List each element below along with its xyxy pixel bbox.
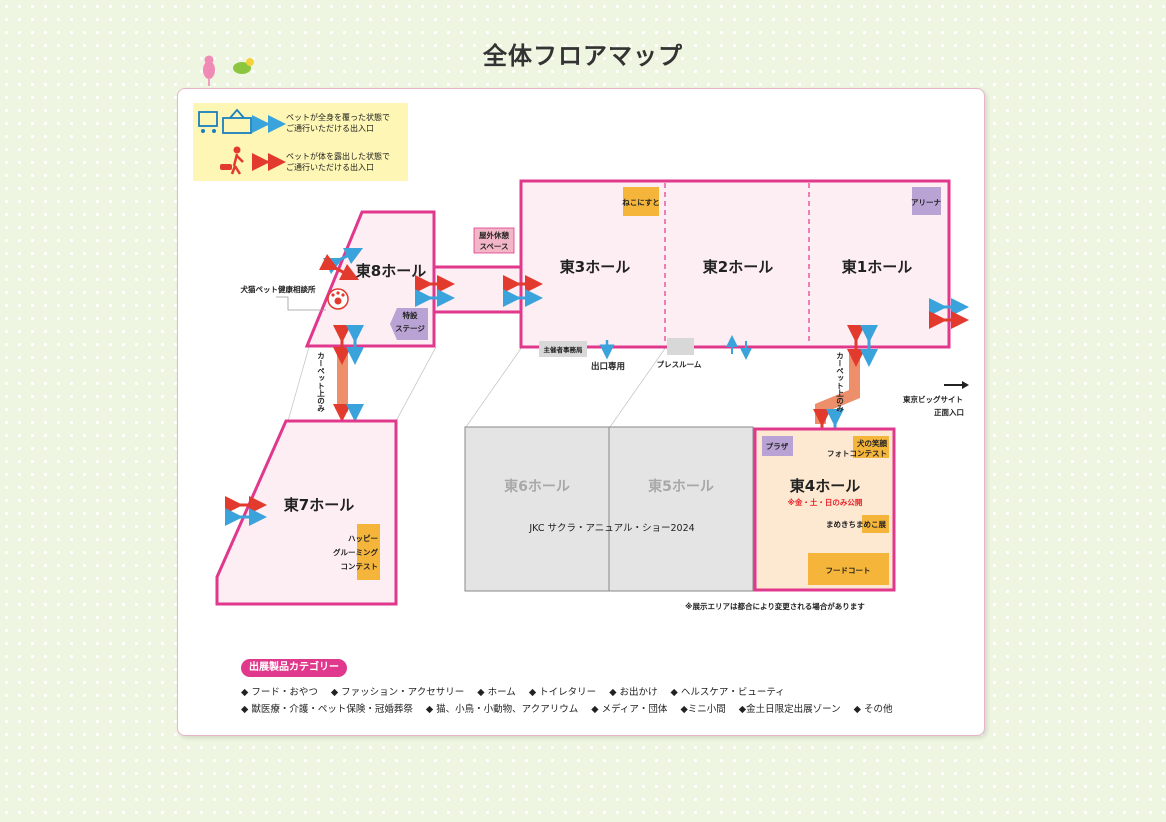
category-row-1: ◆ フード・おやつ ◆ ファッション・アクセサリー ◆ ホーム ◆ トイレタリー… bbox=[241, 684, 795, 698]
nekonisuto-label: ねこにすと bbox=[622, 198, 660, 207]
category-item: ◆ フード・おやつ bbox=[241, 687, 318, 698]
carrier-bag-icon bbox=[222, 108, 252, 134]
organizer-office-label: 主催者事務局 bbox=[544, 345, 584, 354]
special-stage-label-2: ステージ bbox=[395, 324, 425, 333]
grooming-tag bbox=[357, 524, 380, 580]
east123-hall bbox=[519, 179, 951, 349]
bigsight-entrance-label-1: 東京ビッグサイト bbox=[903, 394, 963, 404]
arena-tag bbox=[912, 187, 941, 215]
east3-label: 東3ホール bbox=[560, 258, 630, 276]
category-item: ◆ トイレタリー bbox=[528, 687, 597, 698]
food-court-tag bbox=[808, 553, 889, 585]
east1-label: 東1ホール bbox=[842, 258, 912, 276]
grooming-label-3: コンテスト bbox=[341, 562, 379, 571]
east6-label: 東6ホール bbox=[504, 478, 570, 495]
special-stage-label-1: 特設 bbox=[403, 310, 418, 320]
category-title: 出展製品カテゴリー bbox=[241, 659, 347, 677]
mamekichi-label: まめきちまめこ展 bbox=[826, 520, 886, 529]
entrance-arrows bbox=[318, 247, 969, 329]
special-stage-tag bbox=[390, 308, 428, 340]
dog-smile-tag bbox=[853, 436, 889, 458]
category-item: ◆ 獣医療・介護・ペット保険・冠婚葬祭 bbox=[241, 704, 413, 715]
organizer-office-tag bbox=[539, 341, 587, 357]
bird-icon bbox=[233, 58, 254, 74]
category-item: ◆ その他 bbox=[853, 704, 893, 715]
arena-label: アリーナ bbox=[911, 198, 941, 207]
exit-only-label: 出口専用 bbox=[591, 361, 625, 372]
east4-label: 東4ホール bbox=[790, 477, 860, 495]
category-item: ◆ ファッション・アクセサリー bbox=[330, 687, 465, 698]
east6-hall bbox=[464, 426, 610, 592]
dog-smile-label-2: フォトコンテスト bbox=[827, 449, 887, 458]
category-item: ◆ミニ小間 bbox=[680, 704, 726, 715]
east7-hall bbox=[215, 419, 398, 606]
category-row-2: ◆ 獣医療・介護・ペット保険・冠婚葬祭 ◆ 猫、小鳥・小動物、アクアリウム ◆ … bbox=[241, 701, 903, 715]
outdoor-rest-label-2: スペース bbox=[479, 242, 508, 251]
legend-exposed-text: ペットが体を露出した状態で ご通行いただける出入口 bbox=[286, 152, 390, 172]
bigsight-entrance-label-2: 正面入口 bbox=[934, 408, 964, 417]
disclaimer: ※展示エリアは都合により変更される場合があります bbox=[685, 601, 865, 611]
carpet-label-right: カーペット上のみ bbox=[835, 352, 844, 414]
mamekichi-tag bbox=[862, 515, 889, 533]
page-title: 全体フロアマップ bbox=[483, 42, 683, 70]
outdoor-rest-tag bbox=[473, 227, 515, 254]
press-room-tag bbox=[667, 338, 694, 355]
category-item: ◆ 猫、小鳥・小動物、アクアリウム bbox=[425, 704, 579, 715]
press-room-label: プレスルーム bbox=[657, 359, 702, 369]
walking-dog-icon bbox=[220, 146, 244, 175]
other-show-label: JKC サクラ・アニュアル・ショー2024 bbox=[528, 523, 694, 534]
clinic-label: 犬猫ペット健康相談所 bbox=[241, 284, 316, 294]
food-court-label: フードコート bbox=[826, 566, 871, 575]
grooming-label-1: ハッピー bbox=[348, 533, 378, 543]
category-item: ◆ お出かけ bbox=[609, 687, 658, 698]
legend-covered-text: ペットが全身を覆った状態で ご通行いただける出入口 bbox=[286, 113, 390, 133]
category-item: ◆ ホーム bbox=[477, 687, 516, 698]
perspective-lines bbox=[287, 346, 667, 428]
east7-label: 東7ホール bbox=[284, 496, 354, 514]
category-item: ◆ ヘルスケア・ビューティ bbox=[670, 687, 785, 698]
category-item: ◆金土日限定出展ゾーン bbox=[738, 704, 841, 715]
carpet-walkway-left bbox=[337, 352, 348, 412]
nekonisuto-tag bbox=[623, 187, 659, 216]
category-item: ◆ メディア・団体 bbox=[591, 704, 668, 715]
grooming-label-2: グルーミング bbox=[333, 547, 378, 557]
plaza-label: プラザ bbox=[766, 441, 789, 451]
parakeet-icon bbox=[203, 55, 215, 86]
east5-hall bbox=[608, 426, 754, 592]
carpet-walkway-right bbox=[815, 352, 860, 424]
plaza-tag bbox=[762, 436, 793, 456]
carpet-label-left: カーペット上のみ bbox=[316, 352, 325, 414]
east2-label: 東2ホール bbox=[703, 258, 773, 276]
corridor bbox=[435, 265, 521, 314]
east8-label: 東8ホール bbox=[356, 262, 426, 280]
east5-label: 東5ホール bbox=[648, 478, 714, 495]
dog-smile-label-1: 犬の笑顔 bbox=[857, 438, 887, 448]
outdoor-rest-label-1: 屋外休憩 bbox=[479, 230, 509, 240]
east4-note: ※金・土・日のみ公開 bbox=[788, 497, 863, 507]
cart-icon bbox=[198, 111, 218, 133]
